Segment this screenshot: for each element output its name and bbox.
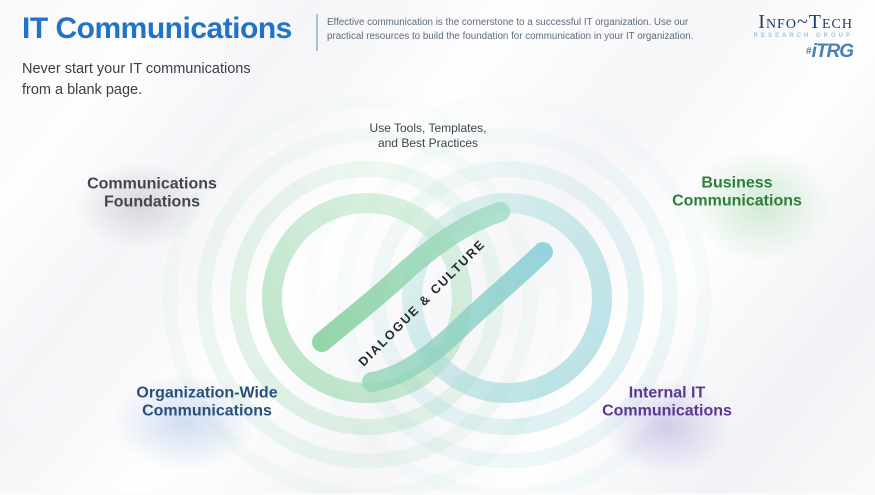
infotech-tagline: RESEARCH GROUP — [753, 33, 853, 39]
title-divider — [316, 14, 318, 51]
loop-left-circle — [262, 193, 472, 403]
description: Effective communication is the cornersto… — [327, 16, 693, 43]
label-line: Communications — [87, 175, 217, 193]
subtitle: Never start your IT communications from … — [22, 59, 251, 101]
label-use-tools-templates: Use Tools, Templates, and Best Practices — [370, 121, 487, 151]
label-line: Communications — [672, 192, 802, 209]
description-line-1: Effective communication is the cornersto… — [327, 17, 689, 28]
loop-center-strands — [312, 202, 553, 392]
label-line: Communications — [142, 402, 272, 419]
label-business-communications: Business Communications — [672, 175, 802, 210]
infotech-logo: Info~Tech RESEARCH GROUP #iTRG — [753, 11, 854, 62]
label-line: Foundations — [104, 193, 200, 210]
page-title: IT Communications — [22, 12, 292, 45]
subtitle-line-2: from a blank page. — [22, 82, 143, 98]
loop-green-strand — [312, 202, 510, 352]
label-organization-wide-communications: Organization-Wide Communications — [136, 385, 277, 420]
itrg-hash: # — [806, 46, 812, 57]
infotech-wordmark: Info~Tech — [758, 11, 853, 33]
label-internal-it-communications: Internal IT Communications — [602, 385, 732, 420]
itrg-wordmark: iTRG — [811, 41, 854, 62]
label-communications-foundations: Communications Foundations — [87, 176, 217, 211]
subtitle-line-1: Never start your IT communications — [22, 61, 251, 77]
top-label-line-2: and Best Practices — [377, 136, 479, 150]
label-line: Organization-Wide — [136, 384, 278, 402]
loop-right-circle — [402, 193, 612, 403]
loop-echo-rings — [163, 94, 711, 493]
loop-main-rings — [262, 193, 612, 403]
label-line: Communications — [602, 402, 732, 419]
itrg-logo: #iTRG — [754, 41, 854, 62]
loop-teal-strand — [362, 242, 553, 392]
description-line-2: practical resources to build the foundat… — [327, 30, 694, 42]
label-line: Internal IT — [628, 384, 706, 402]
top-label-line-1: Use Tools, Templates, — [369, 121, 487, 135]
label-line: Business — [701, 174, 773, 192]
